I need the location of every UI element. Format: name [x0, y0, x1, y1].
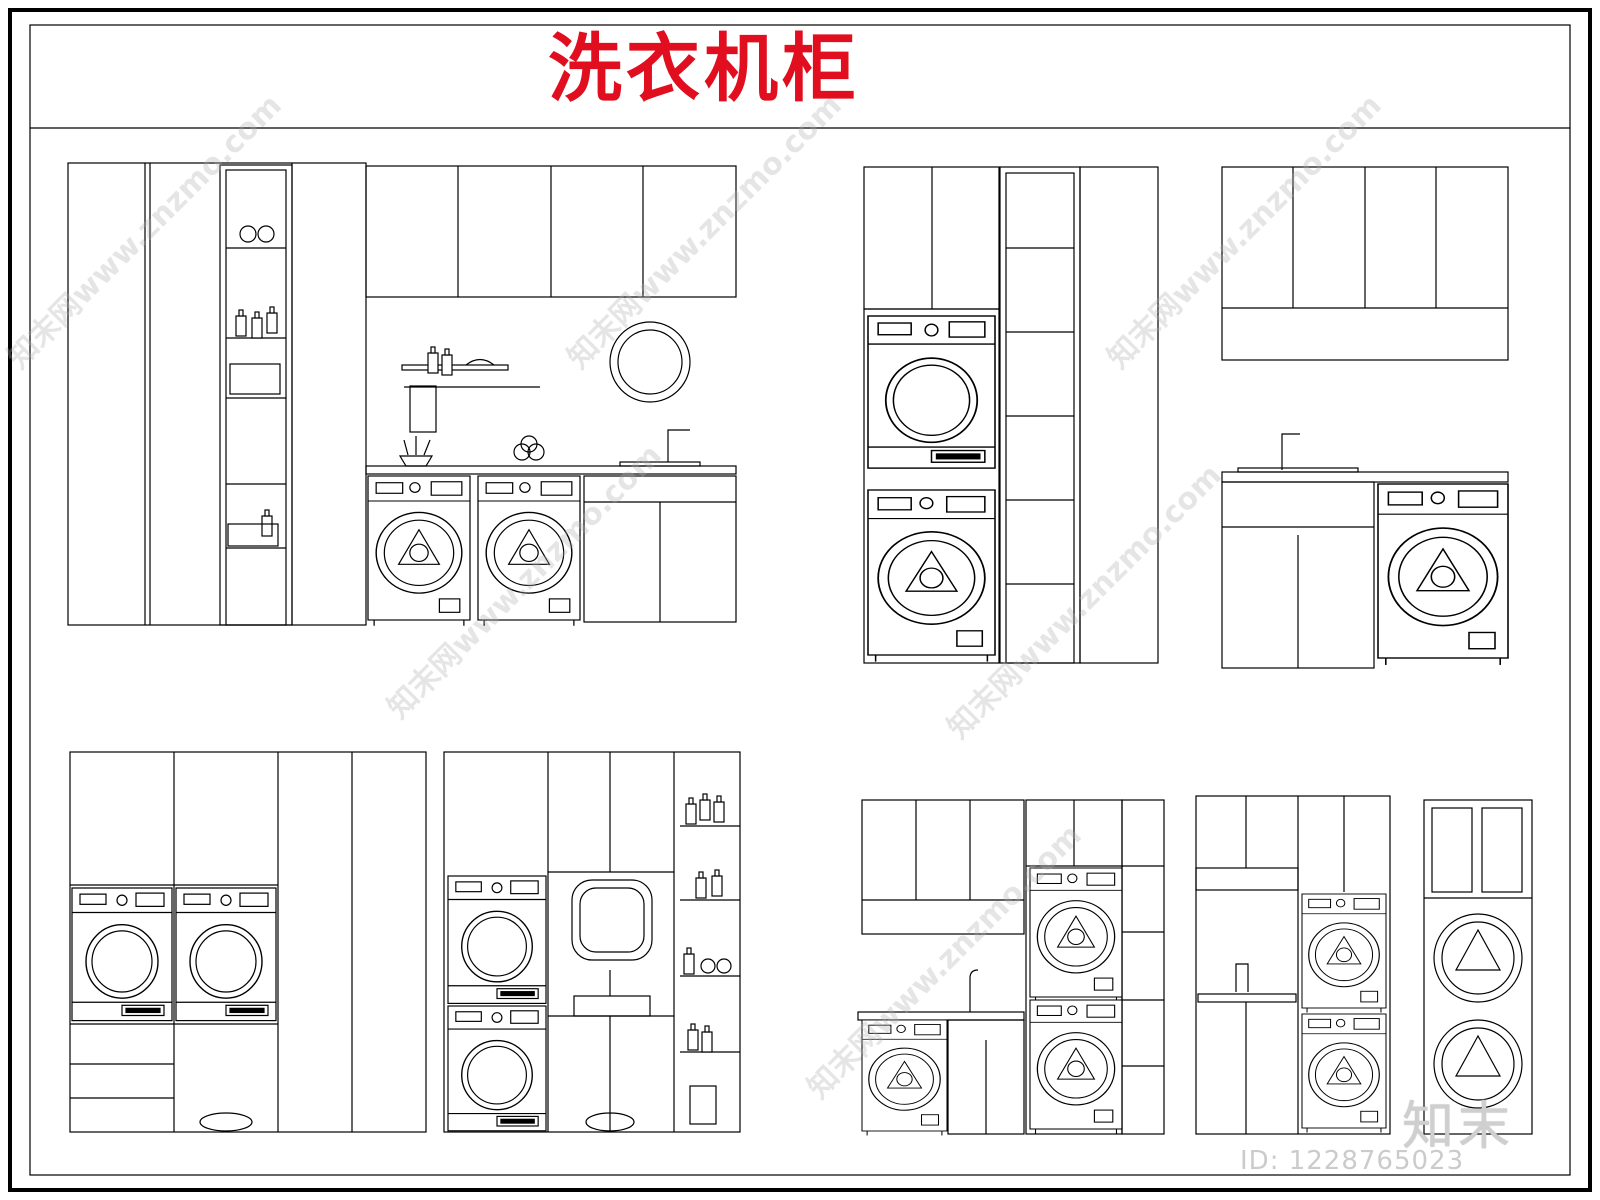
page-title: 洗衣机柜	[548, 26, 860, 112]
brand-watermark: 知末	[1402, 1097, 1515, 1157]
elevation-1	[67, 162, 737, 627]
watermark-site-5: 知末网www.znzmo.com	[1101, 88, 1389, 376]
elevation-8	[1423, 799, 1533, 1135]
id-watermark: ID: 1228765023	[1240, 1146, 1465, 1176]
elevation-6	[857, 799, 1165, 1137]
elevation-3	[1221, 166, 1509, 669]
elevation-7	[1195, 795, 1391, 1135]
elevation-2	[863, 166, 1159, 664]
elevation-5	[443, 751, 741, 1133]
watermark-site-3: 知末网www.znzmo.com	[561, 88, 849, 376]
elevation-4	[69, 751, 427, 1133]
